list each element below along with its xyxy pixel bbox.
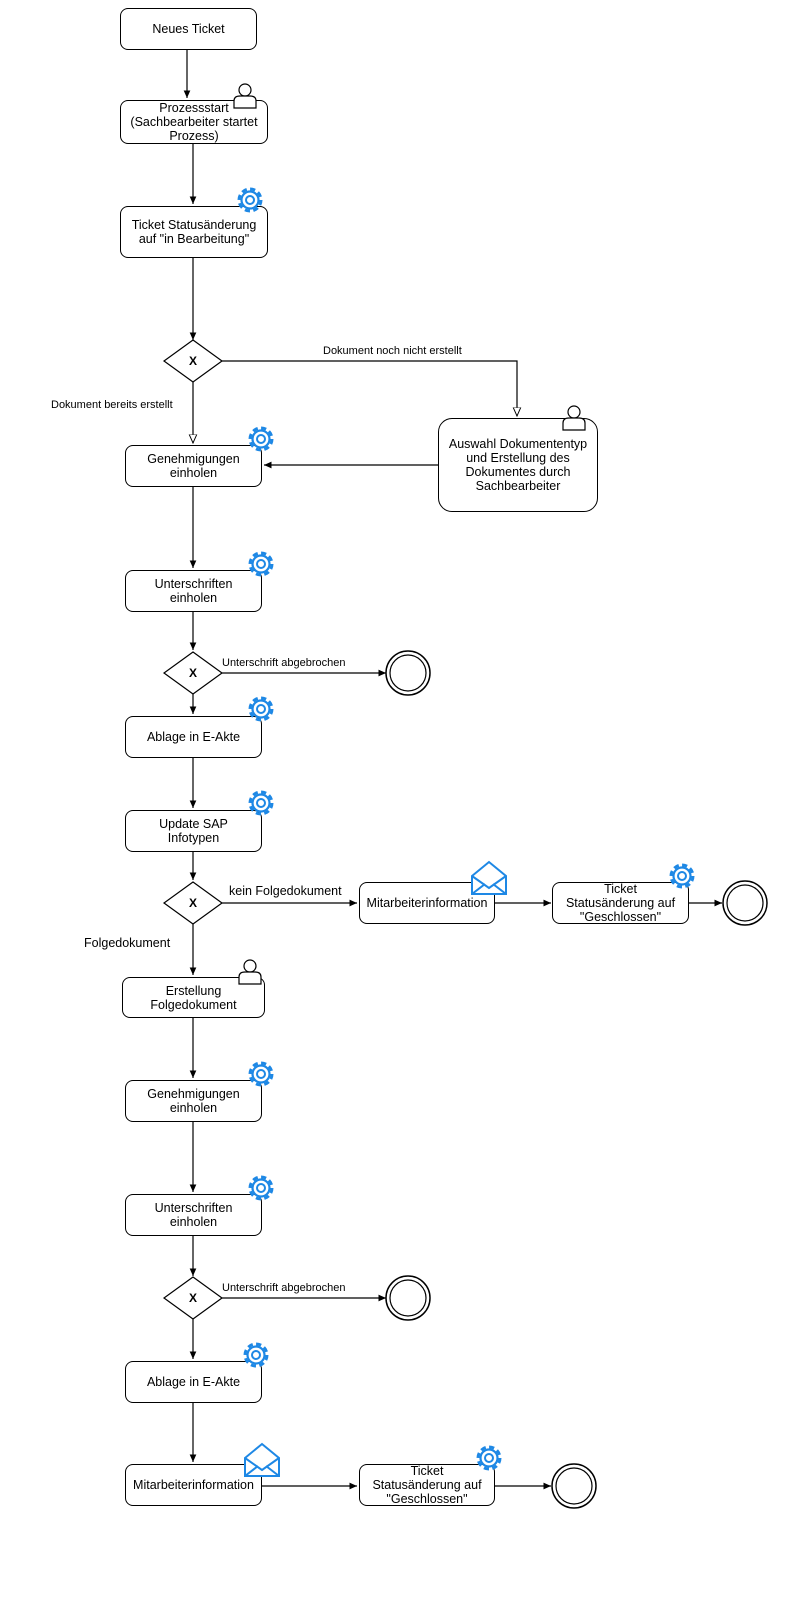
- label-dokument-bereits-erstellt: Dokument bereits erstellt: [51, 399, 173, 411]
- label-kein-folgedokument: kein Folgedokument: [229, 884, 342, 898]
- task-prozessstart: Prozessstart (Sachbearbeiter startet Pro…: [120, 100, 268, 144]
- gateway-symbol: X: [189, 666, 197, 680]
- task-status-geschlossen-1: Ticket Statusänderung auf "Geschlossen": [552, 882, 689, 924]
- task-unterschriften-2: Unterschriften einholen: [125, 1194, 262, 1236]
- gateway-symbol: X: [189, 1291, 197, 1305]
- edges: [183, 50, 722, 1490]
- task-genehmigungen-1: Genehmigungen einholen: [125, 445, 262, 487]
- end-event-3: [385, 1275, 431, 1321]
- gateway-1: X: [162, 339, 224, 383]
- task-erstellung-folgedokument: Erstellung Folgedokument: [122, 977, 265, 1018]
- task-update-sap: Update SAP Infotypen: [125, 810, 262, 852]
- end-event-4: [551, 1463, 597, 1509]
- label-folgedokument: Folgedokument: [84, 936, 171, 950]
- task-ablage-2: Ablage in E-Akte: [125, 1361, 262, 1403]
- task-mitarbeiterinfo-1: Mitarbeiterinformation: [359, 882, 495, 924]
- task-unterschriften-1: Unterschriften einholen: [125, 570, 262, 612]
- end-events: [385, 650, 768, 1509]
- task-mitarbeiterinfo-2: Mitarbeiterinformation: [125, 1464, 262, 1506]
- task-auswahl-dokument: Auswahl Dokumententyp und Erstellung des…: [438, 418, 598, 512]
- gateway-symbol: X: [189, 896, 197, 910]
- gateway-4: X: [162, 1276, 224, 1320]
- task-genehmigungen-2: Genehmigungen einholen: [125, 1080, 262, 1122]
- gateway-symbol: X: [189, 354, 197, 368]
- label-unterschrift-abgebrochen-1: Unterschrift abgebrochen: [222, 657, 346, 669]
- task-status-bearbeitung: Ticket Statusänderung auf "in Bearbeitun…: [120, 206, 268, 258]
- end-event-1: [385, 650, 431, 696]
- gateway-3: X: [162, 881, 224, 925]
- edge-gateway1-auswahl: [222, 360, 517, 416]
- label-unterschrift-abgebrochen-2: Unterschrift abgebrochen: [222, 1282, 346, 1294]
- task-neues-ticket: Neues Ticket: [120, 8, 257, 50]
- gateway-2: X: [162, 651, 224, 695]
- label-dokument-noch-nicht-erstellt: Dokument noch nicht erstellt: [323, 345, 462, 357]
- end-event-2: [722, 880, 768, 926]
- task-ablage-1: Ablage in E-Akte: [125, 716, 262, 758]
- task-status-geschlossen-2: Ticket Statusänderung auf "Geschlossen": [359, 1464, 495, 1506]
